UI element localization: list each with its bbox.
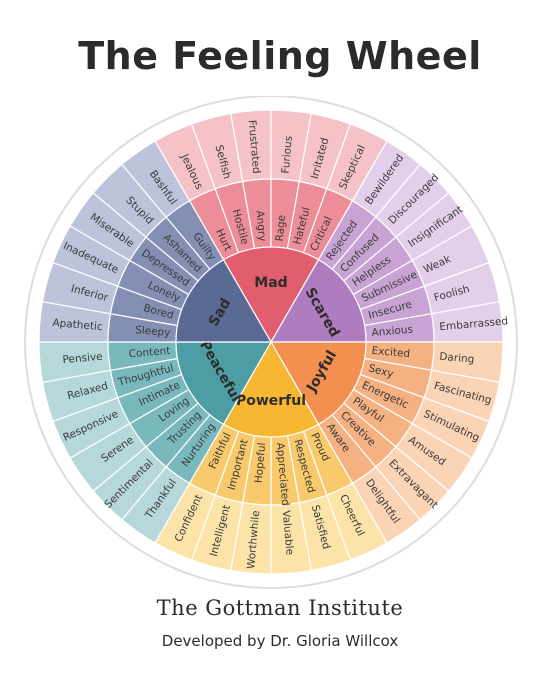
category-scared: BewilderedDiscouragedInsignificantWeakFo… — [269, 140, 509, 343]
outer-feeling-label: Embarrassed — [439, 315, 509, 333]
middle-feeling-label: Appreciated — [274, 442, 291, 506]
page-title: The Feeling Wheel — [78, 34, 482, 78]
credit-line: Developed by Dr. Gloria Willcox — [161, 632, 399, 650]
outer-feeling-label: Valuable — [280, 510, 296, 556]
core-feeling-label: Mad — [254, 275, 287, 291]
middle-feeling-label: Content — [128, 345, 171, 361]
category-powerful: CheerfulSatisfiedValuableWorthwhileIntel… — [154, 340, 388, 575]
core-wedge — [175, 258, 273, 343]
middle-feeling-label: Rage — [274, 214, 288, 242]
core-wedge — [269, 258, 367, 343]
core-wedge — [175, 341, 273, 426]
middle-feeling-label: Hopeful — [253, 442, 269, 484]
middle-feeling-label: Sleepy — [135, 324, 171, 339]
outer-feeling-label: Pensive — [62, 351, 103, 366]
middle-feeling-label: Excited — [371, 345, 411, 360]
outer-feeling-label: Daring — [439, 351, 475, 366]
organization-name: The Gottman Institute — [156, 596, 404, 620]
core-wedge — [222, 246, 320, 344]
category-joyful: DaringFascinatingStimulatingAmusedExtrav… — [269, 341, 504, 544]
core-wedge — [269, 341, 367, 426]
core-wedge — [222, 340, 320, 438]
middle-feeling-label: Anxious — [371, 324, 413, 340]
outer-feeling-label: Furious — [280, 135, 295, 174]
outer-feeling-label: Worthwhile — [245, 510, 262, 570]
middle-feeling-label: Angry — [254, 210, 269, 242]
core-feeling-label: Powerful — [236, 393, 306, 409]
outer-feeling-label: Frustrated — [246, 119, 263, 174]
category-sad: ApatheticInferiorInadequateMiserableStup… — [38, 140, 273, 343]
outer-feeling-label: Apathetic — [52, 317, 103, 333]
